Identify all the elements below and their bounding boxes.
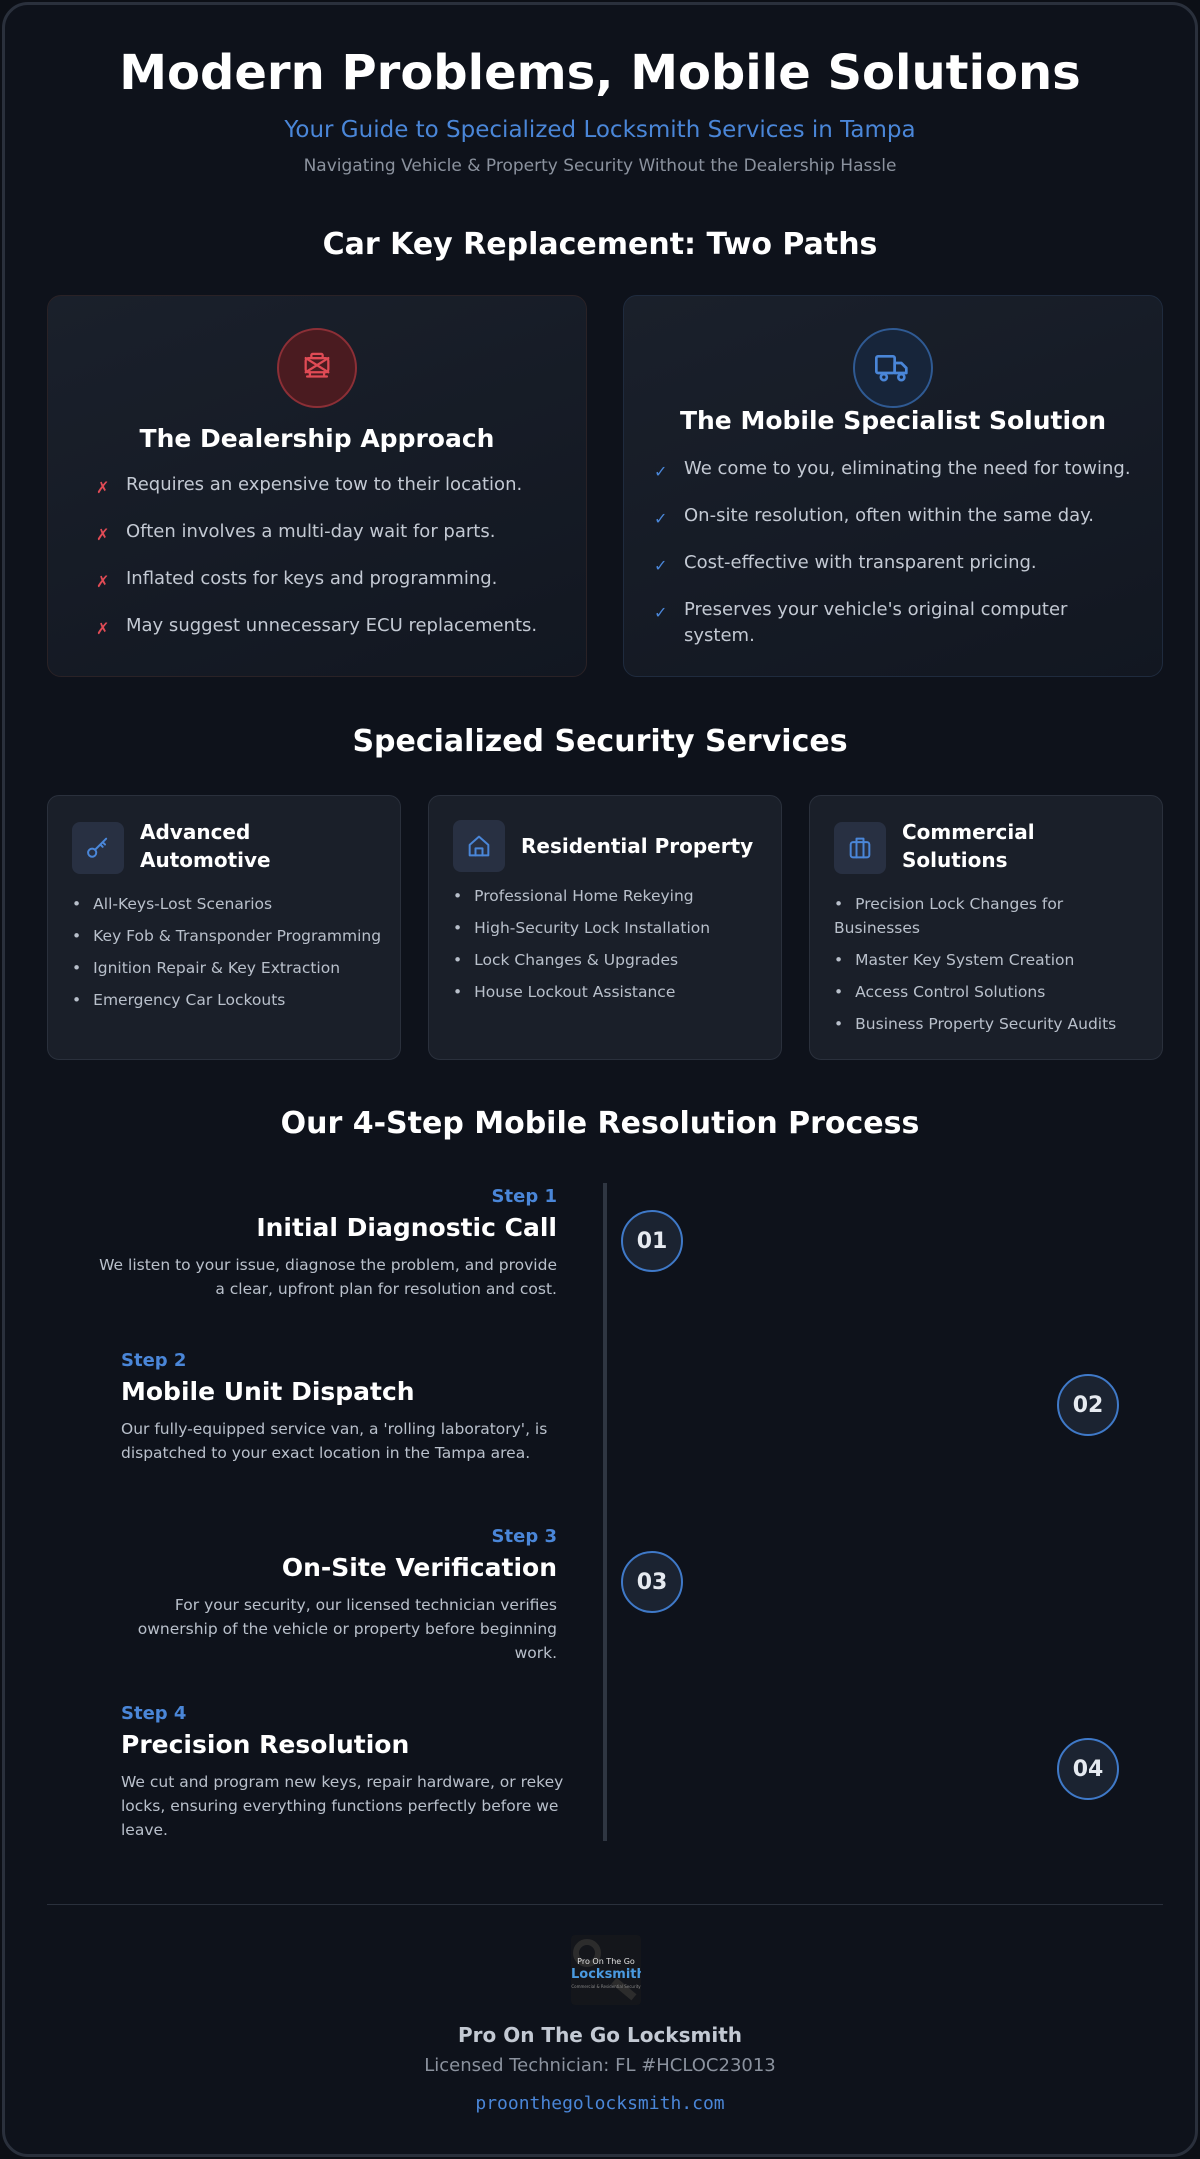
service-card-residential: Residential Property Professional Home R… <box>428 795 782 1060</box>
check-icon: ✓ <box>654 509 668 528</box>
website-link[interactable]: proonthegolocksmith.com <box>475 2093 725 2114</box>
list-item: ✓We come to you, eliminating the need fo… <box>654 456 1142 485</box>
step-label: Step 3 <box>491 1526 557 1547</box>
process-step-4: Step 4 Precision Resolution We cut and p… <box>121 1702 581 1842</box>
list-item: Lock Changes & Upgrades <box>453 948 765 972</box>
license-number: Licensed Technician: FL #HCLOC23013 <box>424 2055 776 2076</box>
list-item: Emergency Car Lockouts <box>72 988 384 1012</box>
header: Modern Problems, Mobile Solutions Your G… <box>5 5 1195 177</box>
list-item: ✓Preserves your vehicle's original compu… <box>654 597 1142 649</box>
step-description: For your security, our licensed technici… <box>137 1596 557 1662</box>
service-list: Professional Home Rekeying High-Security… <box>453 884 765 1012</box>
list-item: House Lockout Assistance <box>453 980 765 1004</box>
list-item: Master Key System Creation <box>834 948 1146 972</box>
step-number-badge: 02 <box>1057 1374 1119 1436</box>
step-label: Step 1 <box>491 1186 557 1207</box>
company-name: Pro On The Go Locksmith <box>458 2023 742 2047</box>
step-description: We cut and program new keys, repair hard… <box>121 1773 564 1839</box>
logo-text-top: Pro On The Go <box>577 1957 635 1966</box>
list-item: Key Fob & Transponder Programming <box>72 924 384 948</box>
service-list: All-Keys-Lost Scenarios Key Fob & Transp… <box>72 892 384 1020</box>
step-label: Step 2 <box>121 1350 187 1371</box>
step-label: Step 4 <box>121 1703 187 1724</box>
comparison-section-title: Car Key Replacement: Two Paths <box>322 227 878 262</box>
comparison-section: The Dealership Approach ✗Requires an exp… <box>47 295 1163 677</box>
home-icon <box>453 820 505 872</box>
step-number-badge: 04 <box>1057 1738 1119 1800</box>
truck-icon <box>853 328 933 408</box>
process-step-2: Step 2 Mobile Unit Dispatch Our fully-eq… <box>121 1349 581 1465</box>
cross-icon: ✗ <box>96 478 110 497</box>
list-item: Precision Lock Changes for Businesses <box>834 892 1146 940</box>
check-icon: ✓ <box>654 462 668 481</box>
company-logo: Pro On The Go Locksmith Commercial & Res… <box>571 1935 641 2005</box>
dealership-card: The Dealership Approach ✗Requires an exp… <box>47 295 587 677</box>
service-list: Precision Lock Changes for Businesses Ma… <box>834 892 1146 1044</box>
step-number-badge: 03 <box>621 1551 683 1613</box>
dealership-title: The Dealership Approach <box>139 424 495 453</box>
dealership-icon <box>277 328 357 408</box>
process-section-title: Our 4-Step Mobile Resolution Process <box>280 1106 920 1141</box>
cross-icon: ✗ <box>96 572 110 591</box>
step-description: We listen to your issue, diagnose the pr… <box>99 1256 557 1298</box>
list-item: ✗Inflated costs for keys and programming… <box>96 566 546 595</box>
page-title: Modern Problems, Mobile Solutions <box>119 45 1081 101</box>
list-item: Professional Home Rekeying <box>453 884 765 908</box>
list-item: High-Security Lock Installation <box>453 916 765 940</box>
cross-icon: ✗ <box>96 525 110 544</box>
mobile-title: The Mobile Specialist Solution <box>679 406 1107 435</box>
services-section-title: Specialized Security Services <box>352 724 848 759</box>
list-item: Access Control Solutions <box>834 980 1146 1004</box>
service-title: Commercial Solutions <box>902 820 1035 872</box>
page-subtitle: Your Guide to Specialized Locksmith Serv… <box>284 117 916 143</box>
logo-text-sub: Commercial & Residential Security <box>571 1984 641 1989</box>
step-title: Precision Resolution <box>121 1730 410 1759</box>
list-item: ✓Cost-effective with transparent pricing… <box>654 550 1142 579</box>
check-icon: ✓ <box>654 603 668 622</box>
page-tagline: Navigating Vehicle & Property Security W… <box>303 156 897 176</box>
footer-divider <box>47 1904 1163 1905</box>
service-card-automotive: Advanced Automotive All-Keys-Lost Scenar… <box>47 795 401 1060</box>
list-item: Ignition Repair & Key Extraction <box>72 956 384 980</box>
list-item: ✗May suggest unnecessary ECU replacement… <box>96 613 546 642</box>
services-section: Advanced Automotive All-Keys-Lost Scenar… <box>47 795 1163 1060</box>
timeline-line <box>603 1183 607 1841</box>
service-title: Residential Property <box>521 834 754 858</box>
process-step-3: Step 3 On-Site Verification For your sec… <box>97 1525 557 1665</box>
mobile-list: ✓We come to you, eliminating the need fo… <box>654 456 1142 649</box>
list-item: ✗Often involves a multi-day wait for par… <box>96 519 546 548</box>
list-item: All-Keys-Lost Scenarios <box>72 892 384 916</box>
cross-icon: ✗ <box>96 619 110 638</box>
list-item: ✗Requires an expensive tow to their loca… <box>96 472 546 501</box>
step-description: Our fully-equipped service van, a 'rolli… <box>121 1420 548 1462</box>
step-number-badge: 01 <box>621 1210 683 1272</box>
process-step-1: Step 1 Initial Diagnostic Call We listen… <box>97 1185 557 1301</box>
logo-text-main: Locksmith <box>571 1967 641 1982</box>
list-item: Business Property Security Audits <box>834 1012 1146 1036</box>
step-title: Mobile Unit Dispatch <box>121 1377 415 1406</box>
dealership-list: ✗Requires an expensive tow to their loca… <box>96 472 546 642</box>
service-title: Advanced Automotive <box>140 820 271 872</box>
step-title: On-Site Verification <box>281 1553 557 1582</box>
list-item: ✓On-site resolution, often within the sa… <box>654 503 1142 532</box>
service-card-commercial: Commercial Solutions Precision Lock Chan… <box>809 795 1163 1060</box>
logo-key-shape <box>573 1939 601 1967</box>
briefcase-icon <box>834 822 886 874</box>
key-icon <box>72 822 124 874</box>
mobile-card: The Mobile Specialist Solution ✓We come … <box>623 295 1163 677</box>
check-icon: ✓ <box>654 556 668 575</box>
step-title: Initial Diagnostic Call <box>256 1213 557 1242</box>
